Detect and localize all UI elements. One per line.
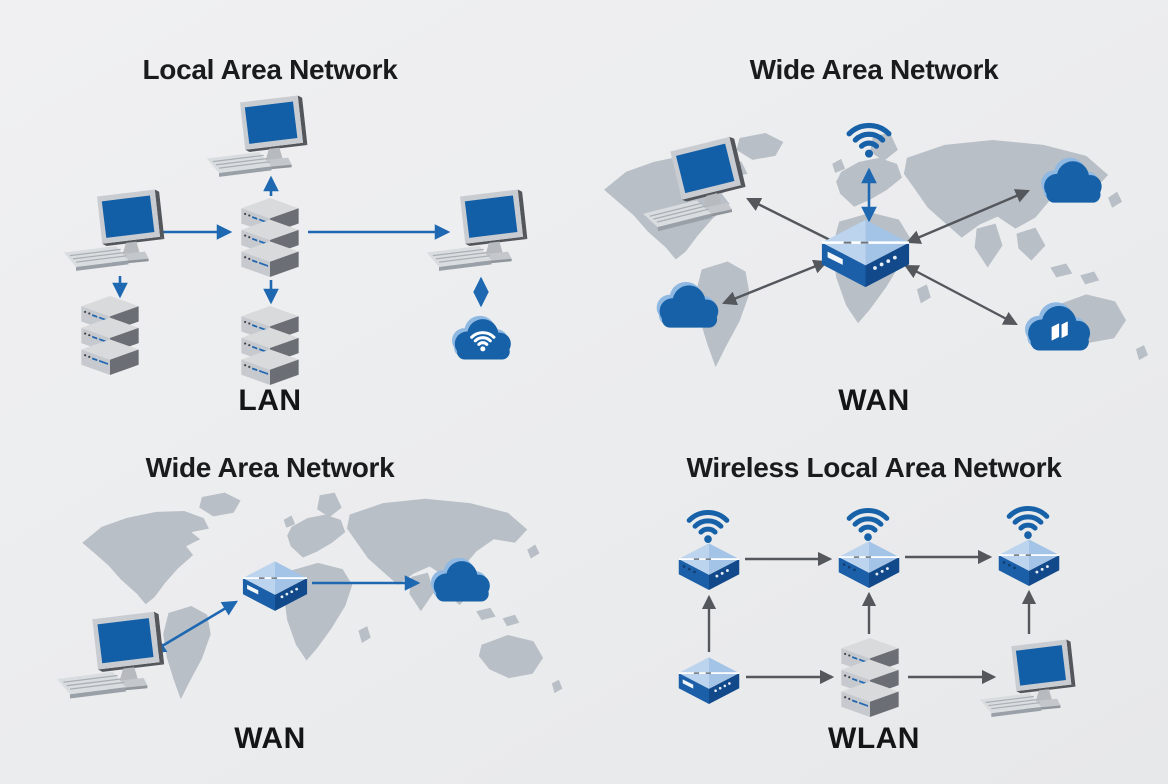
connection-arrows [721, 167, 1030, 326]
server-stack-icon [78, 296, 142, 375]
network-abbreviation: LAN [238, 384, 302, 417]
server-stack-icon [238, 198, 302, 277]
panel-title: Wide Area Network [749, 54, 999, 85]
server-stack-icon [838, 638, 902, 717]
computer-icon [62, 186, 167, 277]
router-icon [676, 656, 742, 706]
network-abbreviation: WAN [838, 384, 910, 417]
panel-lan: Local Area Network LAN [0, 0, 584, 420]
panel-wlan: Wireless Local Area Network WLAN [584, 420, 1168, 784]
panel-wan-top: Wide Area Network WAN [584, 0, 1168, 420]
cloud-wifi-icon [443, 310, 517, 362]
cloud-datacenter-icon [1015, 296, 1097, 353]
access-point-icon [836, 540, 902, 590]
computer-icon [55, 608, 167, 705]
wifi-icon [838, 496, 898, 543]
router-icon [240, 560, 310, 613]
cloud-icon [1032, 152, 1108, 205]
computer-icon [425, 186, 530, 277]
network-abbreviation: WLAN [828, 722, 920, 755]
wifi-icon [838, 110, 900, 160]
computer-icon [205, 92, 310, 183]
panel-title: Local Area Network [142, 54, 398, 85]
panel-title: Wireless Local Area Network [686, 452, 1062, 483]
access-point-icon [996, 538, 1062, 588]
connection-arrows [701, 549, 1037, 685]
computer-icon [633, 132, 754, 240]
network-abbreviation: WAN [234, 722, 306, 755]
panel-wan-bottom: Wide Area Network WAN [0, 420, 584, 784]
connection-arrows [149, 575, 421, 654]
computer-icon [978, 636, 1078, 723]
wifi-icon [998, 494, 1058, 541]
server-stack-icon [238, 306, 302, 385]
access-point-icon [676, 542, 742, 592]
panel-title: Wide Area Network [145, 452, 395, 483]
connection-arrows [112, 175, 489, 308]
cloud-icon [647, 276, 725, 330]
router-icon [818, 218, 913, 290]
cloud-icon [422, 552, 496, 604]
wifi-icon [678, 498, 738, 545]
